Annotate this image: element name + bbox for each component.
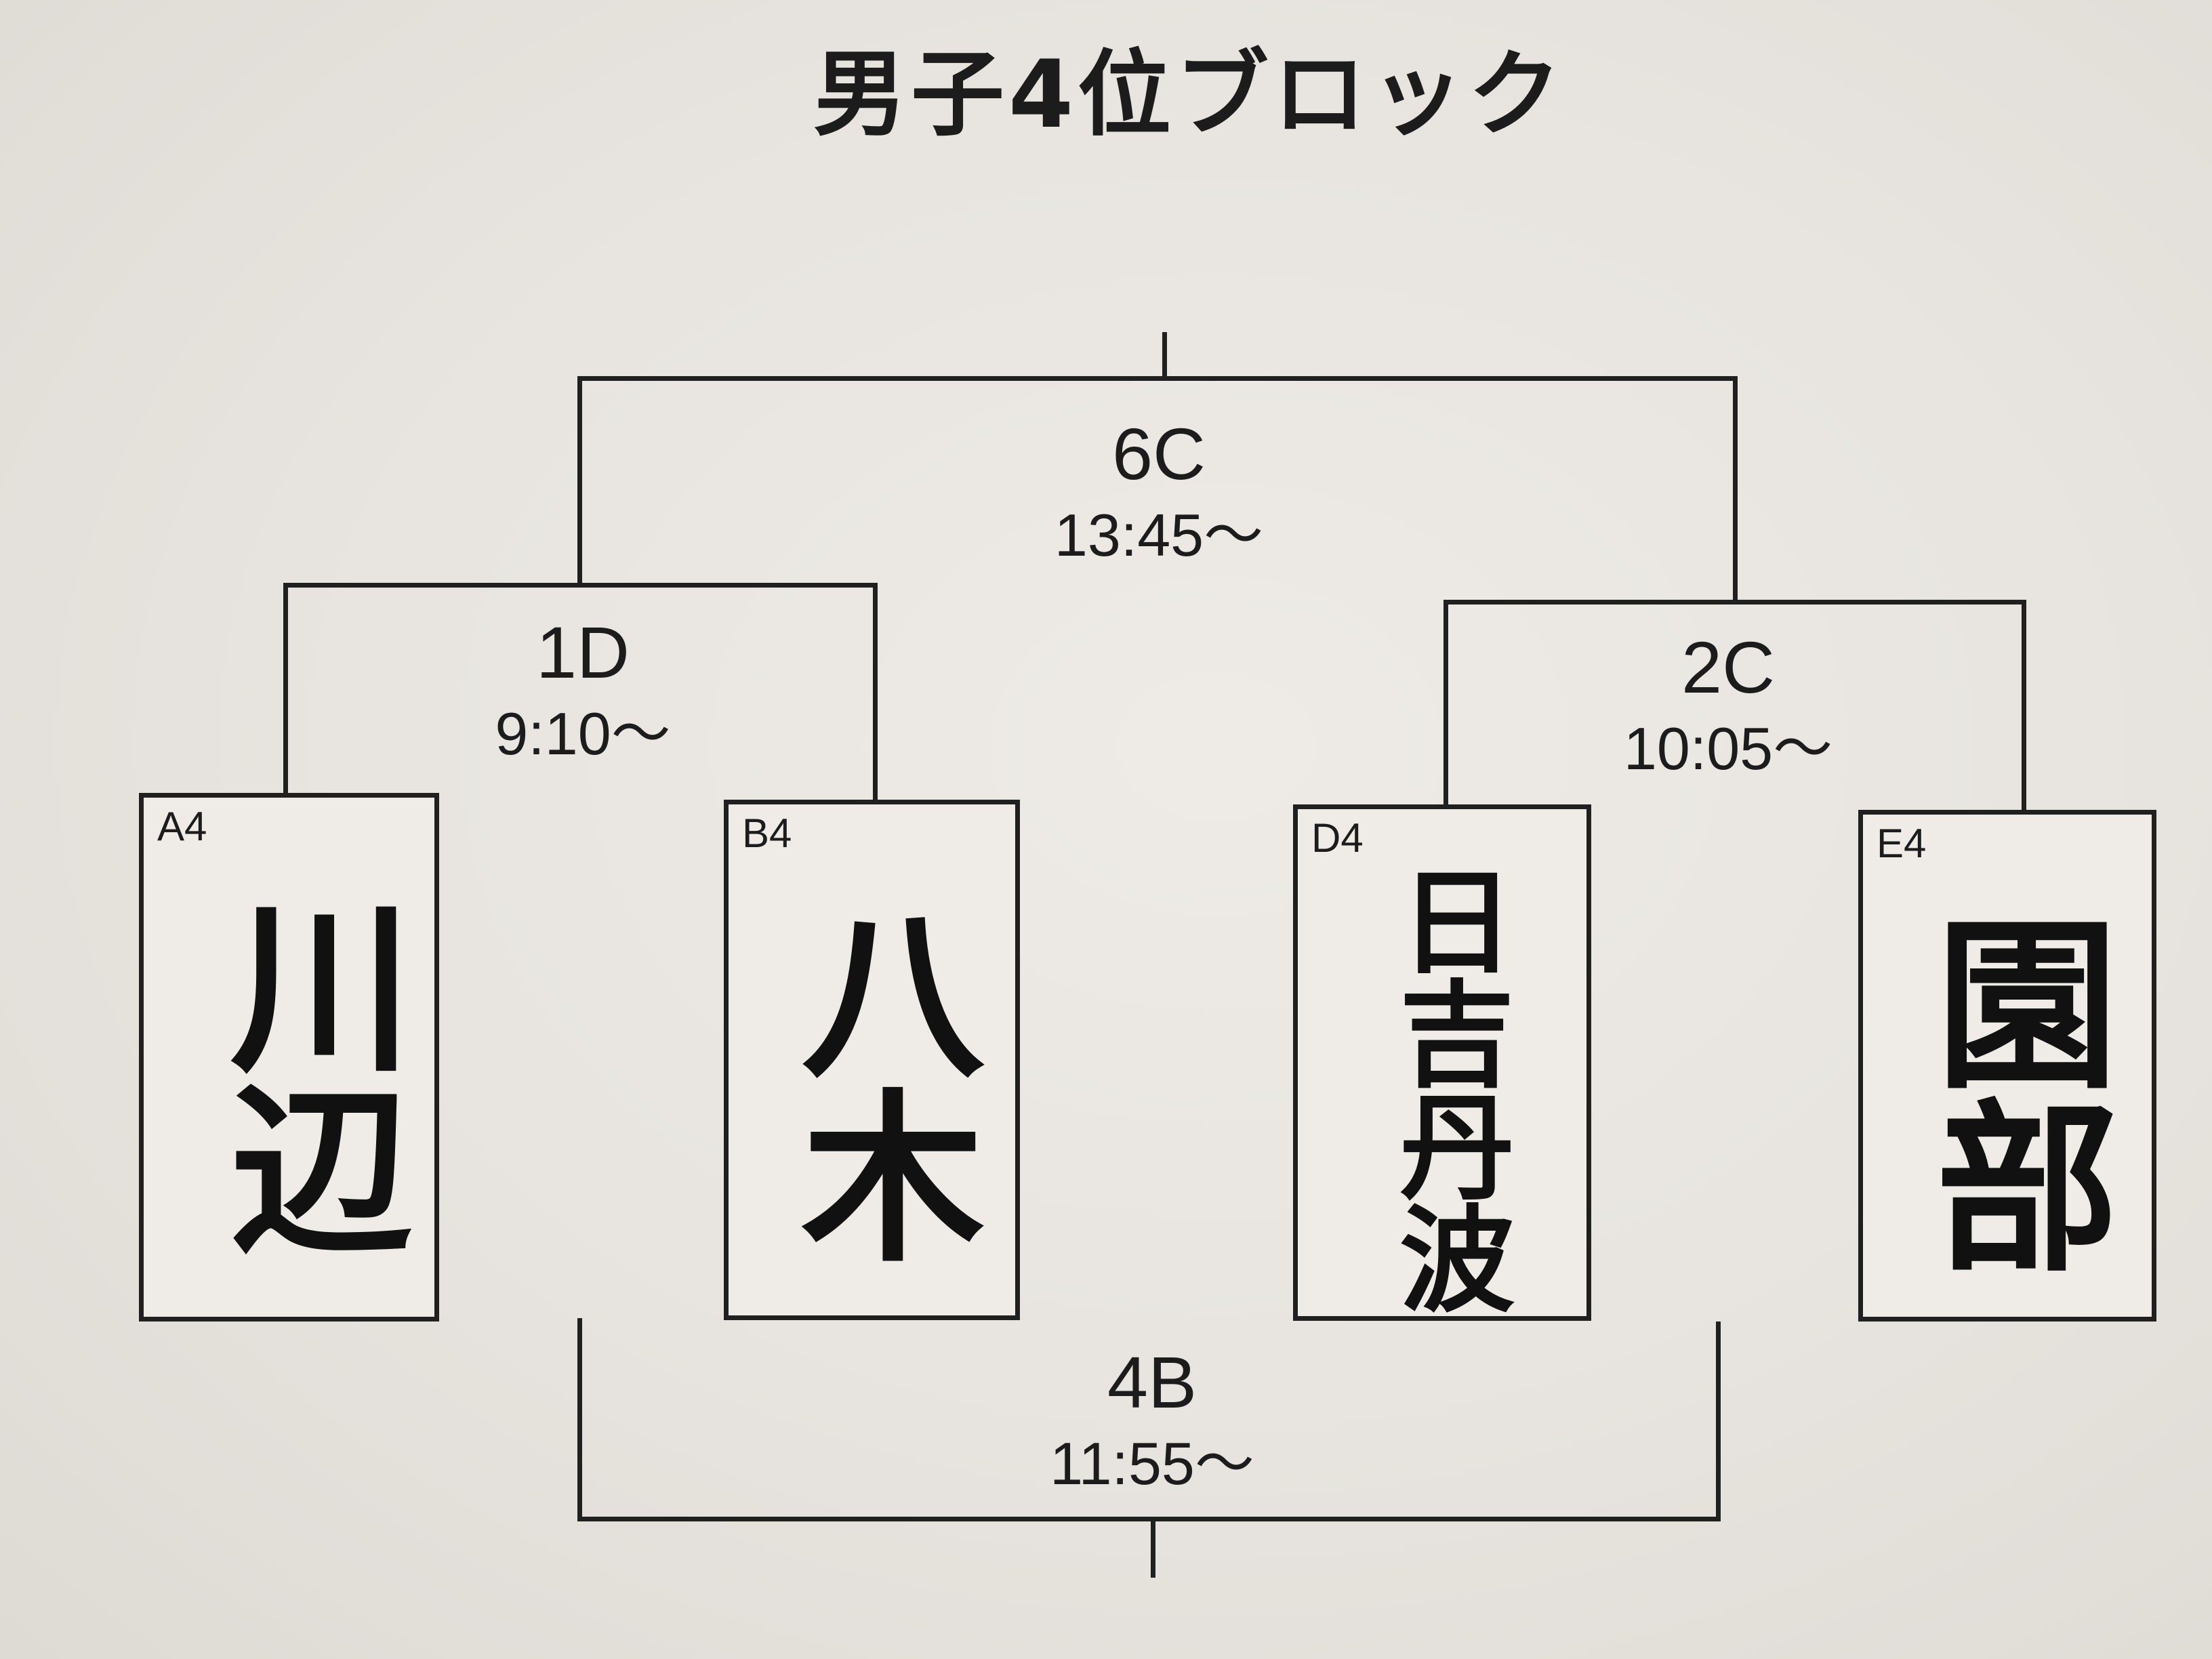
loser-right-rise [1716,1322,1721,1521]
final-top-stem [1162,332,1167,381]
final-right-drop [1733,376,1738,605]
final-crossbar [577,376,1738,381]
match-loser-bracket-code: 4B [1107,1341,1197,1423]
semi-right-drop-d4 [1443,600,1448,806]
team-seed: A4 [157,804,207,849]
team-seed: B4 [742,811,792,856]
semi-right-crossbar [1443,600,2026,605]
match-semi-left-time: 9:10～ [495,700,671,767]
match-final-code: 6C [1111,413,1206,495]
match-semi-left-code: 1D [535,611,630,693]
team-name-char: 日吉丹波 [1379,862,1515,1312]
match-semi-right-time: 10:05～ [1623,715,1833,782]
semi-left-drop-b4 [873,583,878,801]
final-left-drop [577,376,582,588]
match-semi-right: 2C 10:05～ [1559,623,1898,786]
team-card-d4: D4 日吉丹波 [1293,804,1591,1321]
loser-bottom-stem [1151,1517,1155,1578]
match-loser-bracket-time: 11:55～ [1050,1430,1254,1497]
semi-left-crossbar [283,583,878,588]
match-semi-right-code: 2C [1681,626,1776,708]
semi-right-drop-e4 [2022,600,2026,813]
team-name-char: 八木 [770,899,985,1265]
team-name-char: 川辺 [199,893,414,1258]
team-seed: D4 [1311,815,1364,861]
team-card-b4: B4 八木 [724,800,1020,1320]
bracket-title: 男子4位ブロック [813,40,1566,149]
match-loser-bracket: 4B 11:55～ [983,1338,1322,1501]
match-final-time: 13:45～ [1054,501,1264,569]
team-card-a4: A4 川辺 [139,793,439,1322]
loser-left-rise [577,1318,582,1521]
team-card-e4: E4 園部 [1858,810,2156,1322]
match-semi-left: 1D 9:10～ [413,609,752,771]
team-name-char: 園部 [1904,909,2120,1275]
match-final: 6C 13:45～ [989,410,1328,573]
loser-crossbar [577,1517,1721,1521]
semi-left-drop-a4 [283,583,288,794]
team-seed: E4 [1877,821,1927,866]
